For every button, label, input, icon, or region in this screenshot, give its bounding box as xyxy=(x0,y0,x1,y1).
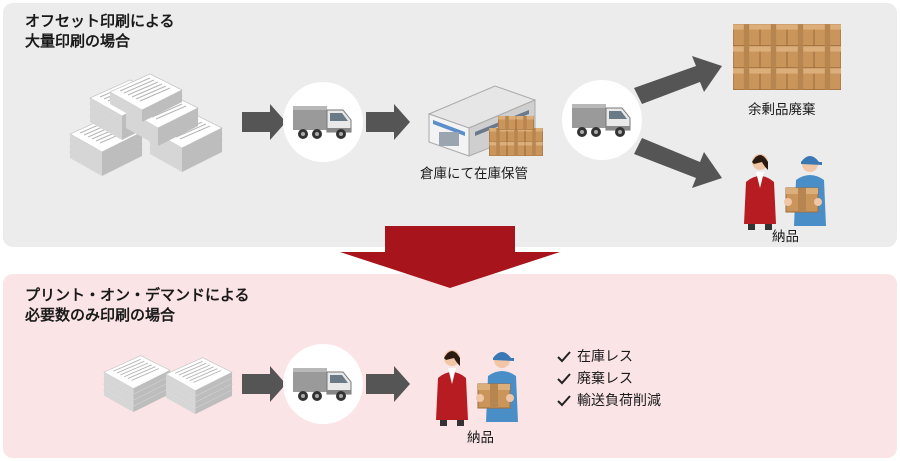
arrow-to-disposal-icon xyxy=(634,56,722,104)
transition-arrow-icon xyxy=(340,226,560,288)
delivery-label: 納品 xyxy=(467,430,494,446)
arrow-to-delivery-icon xyxy=(634,138,722,188)
benefit-label: 廃棄レス xyxy=(577,371,633,387)
disposal-label: 余剰品廃棄 xyxy=(748,102,816,118)
truck-icon xyxy=(291,362,355,406)
checkmark-icon xyxy=(557,373,571,385)
flow-arrow-icon xyxy=(242,104,286,140)
paper-stacks-large-icon xyxy=(69,73,223,177)
paper-stacks-small-icon xyxy=(103,355,233,415)
flow-arrow-icon xyxy=(366,104,410,140)
flow-arrow-icon xyxy=(242,366,286,402)
delivery-people-icon xyxy=(430,346,530,426)
truck-icon xyxy=(291,100,355,144)
benefit-item: 輸送負荷削減 xyxy=(557,390,661,412)
surplus-boxes-icon xyxy=(733,24,841,90)
offset-printing-heading: オフセット印刷による 大量印刷の場合 xyxy=(25,11,175,51)
benefit-item: 廃棄レス xyxy=(557,368,661,390)
truck-icon xyxy=(570,98,634,142)
offset-heading-line2: 大量印刷の場合 xyxy=(25,32,131,50)
pod-heading-line2: 必要数のみ印刷の場合 xyxy=(25,306,176,324)
flow-arrow-icon xyxy=(366,366,410,402)
benefits-list: 在庫レス 廃棄レス 輸送負荷削減 xyxy=(557,346,661,412)
checkmark-icon xyxy=(557,395,571,407)
print-on-demand-heading: プリント・オン・デマンドによる 必要数のみ印刷の場合 xyxy=(25,285,250,325)
benefit-item: 在庫レス xyxy=(557,346,661,368)
delivery-people-icon xyxy=(738,150,838,230)
benefit-label: 輸送負荷削減 xyxy=(577,393,661,409)
checkmark-icon xyxy=(557,351,571,363)
pod-heading-line1: プリント・オン・デマンドによる xyxy=(25,286,250,304)
delivery-label: 納品 xyxy=(772,229,799,245)
benefit-label: 在庫レス xyxy=(577,349,633,365)
warehouse-label: 倉庫にて在庫保管 xyxy=(420,166,528,182)
warehouse-icon xyxy=(427,85,543,157)
offset-heading-line1: オフセット印刷による xyxy=(25,12,175,30)
